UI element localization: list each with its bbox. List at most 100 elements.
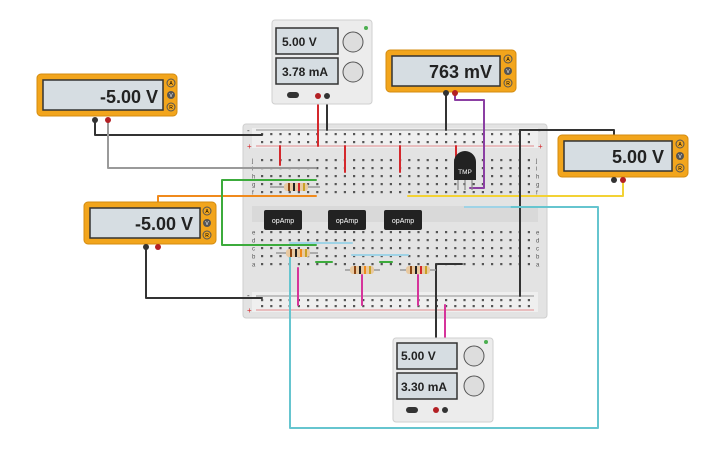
breadboard-hole[interactable] (454, 133, 457, 136)
breadboard-hole[interactable] (435, 183, 438, 186)
breadboard-hole[interactable] (279, 305, 282, 308)
breadboard-hole[interactable] (261, 255, 264, 258)
breadboard-hole[interactable] (389, 263, 392, 266)
breadboard-hole[interactable] (362, 183, 365, 186)
breadboard-hole[interactable] (500, 133, 503, 136)
power-switch[interactable] (287, 92, 299, 98)
breadboard-hole[interactable] (307, 231, 310, 234)
breadboard-hole[interactable] (481, 247, 484, 250)
breadboard-hole[interactable] (297, 305, 300, 308)
breadboard-hole[interactable] (527, 167, 530, 170)
breadboard-hole[interactable] (389, 299, 392, 302)
breadboard-hole[interactable] (261, 239, 264, 242)
breadboard-hole[interactable] (491, 133, 494, 136)
breadboard-hole[interactable] (316, 247, 319, 250)
breadboard-hole[interactable] (491, 159, 494, 162)
breadboard-hole[interactable] (472, 247, 475, 250)
breadboard-hole[interactable] (362, 255, 365, 258)
breadboard-hole[interactable] (297, 191, 300, 194)
breadboard-hole[interactable] (481, 167, 484, 170)
breadboard-hole[interactable] (297, 239, 300, 242)
breadboard-hole[interactable] (454, 247, 457, 250)
breadboard-hole[interactable] (371, 247, 374, 250)
breadboard-hole[interactable] (463, 141, 466, 144)
breadboard-hole[interactable] (297, 247, 300, 250)
breadboard-hole[interactable] (307, 263, 310, 266)
breadboard-hole[interactable] (353, 183, 356, 186)
mode-a[interactable]: A (205, 209, 209, 215)
breadboard-hole[interactable] (527, 247, 530, 250)
breadboard-hole[interactable] (445, 141, 448, 144)
breadboard-hole[interactable] (297, 231, 300, 234)
breadboard-hole[interactable] (500, 159, 503, 162)
breadboard-hole[interactable] (334, 133, 337, 136)
power-supply-top[interactable]: 5.00 V 3.78 mA (271, 19, 373, 105)
breadboard-hole[interactable] (399, 255, 402, 258)
breadboard-hole[interactable] (426, 183, 429, 186)
breadboard-hole[interactable] (445, 167, 448, 170)
breadboard-hole[interactable] (270, 159, 273, 162)
breadboard-hole[interactable] (380, 299, 383, 302)
breadboard-hole[interactable] (445, 183, 448, 186)
breadboard-hole[interactable] (426, 175, 429, 178)
breadboard-hole[interactable] (399, 239, 402, 242)
breadboard-hole[interactable] (362, 175, 365, 178)
breadboard-hole[interactable] (270, 141, 273, 144)
breadboard-hole[interactable] (371, 167, 374, 170)
breadboard-hole[interactable] (509, 175, 512, 178)
breadboard-hole[interactable] (472, 263, 475, 266)
breadboard-hole[interactable] (353, 167, 356, 170)
breadboard-hole[interactable] (481, 141, 484, 144)
breadboard-hole[interactable] (297, 141, 300, 144)
breadboard-hole[interactable] (435, 159, 438, 162)
breadboard-hole[interactable] (417, 183, 420, 186)
breadboard-hole[interactable] (481, 263, 484, 266)
breadboard-hole[interactable] (454, 141, 457, 144)
breadboard-hole[interactable] (527, 133, 530, 136)
breadboard-hole[interactable] (472, 255, 475, 258)
breadboard-hole[interactable] (288, 141, 291, 144)
breadboard-hole[interactable] (426, 231, 429, 234)
breadboard-hole[interactable] (325, 299, 328, 302)
breadboard-hole[interactable] (270, 133, 273, 136)
breadboard-hole[interactable] (491, 175, 494, 178)
breadboard-hole[interactable] (426, 133, 429, 136)
breadboard-hole[interactable] (454, 191, 457, 194)
current-knob[interactable] (342, 61, 364, 83)
breadboard-hole[interactable] (527, 183, 530, 186)
breadboard-hole[interactable] (389, 167, 392, 170)
breadboard-hole[interactable] (371, 133, 374, 136)
breadboard-hole[interactable] (371, 255, 374, 258)
breadboard-hole[interactable] (380, 239, 383, 242)
breadboard-hole[interactable] (463, 133, 466, 136)
breadboard-hole[interactable] (353, 231, 356, 234)
breadboard-hole[interactable] (316, 239, 319, 242)
breadboard-hole[interactable] (408, 299, 411, 302)
opamp-chip[interactable]: opAmp (264, 210, 302, 230)
mode-a[interactable]: A (506, 57, 510, 63)
breadboard-hole[interactable] (380, 231, 383, 234)
breadboard-hole[interactable] (334, 247, 337, 250)
breadboard-hole[interactable] (334, 255, 337, 258)
breadboard-hole[interactable] (426, 239, 429, 242)
breadboard-hole[interactable] (288, 231, 291, 234)
breadboard-hole[interactable] (279, 263, 282, 266)
breadboard-hole[interactable] (343, 191, 346, 194)
breadboard-hole[interactable] (527, 299, 530, 302)
breadboard-hole[interactable] (435, 191, 438, 194)
breadboard-hole[interactable] (509, 255, 512, 258)
breadboard-hole[interactable] (279, 141, 282, 144)
breadboard-hole[interactable] (426, 255, 429, 258)
breadboard-hole[interactable] (408, 231, 411, 234)
breadboard-hole[interactable] (334, 183, 337, 186)
breadboard-hole[interactable] (399, 133, 402, 136)
multimeter-right[interactable]: 5.00 V A V R (557, 134, 689, 183)
breadboard-hole[interactable] (343, 141, 346, 144)
breadboard-hole[interactable] (270, 263, 273, 266)
breadboard-hole[interactable] (500, 263, 503, 266)
breadboard-hole[interactable] (362, 231, 365, 234)
breadboard-hole[interactable] (353, 175, 356, 178)
breadboard-hole[interactable] (343, 247, 346, 250)
breadboard-hole[interactable] (509, 299, 512, 302)
breadboard-hole[interactable] (279, 231, 282, 234)
